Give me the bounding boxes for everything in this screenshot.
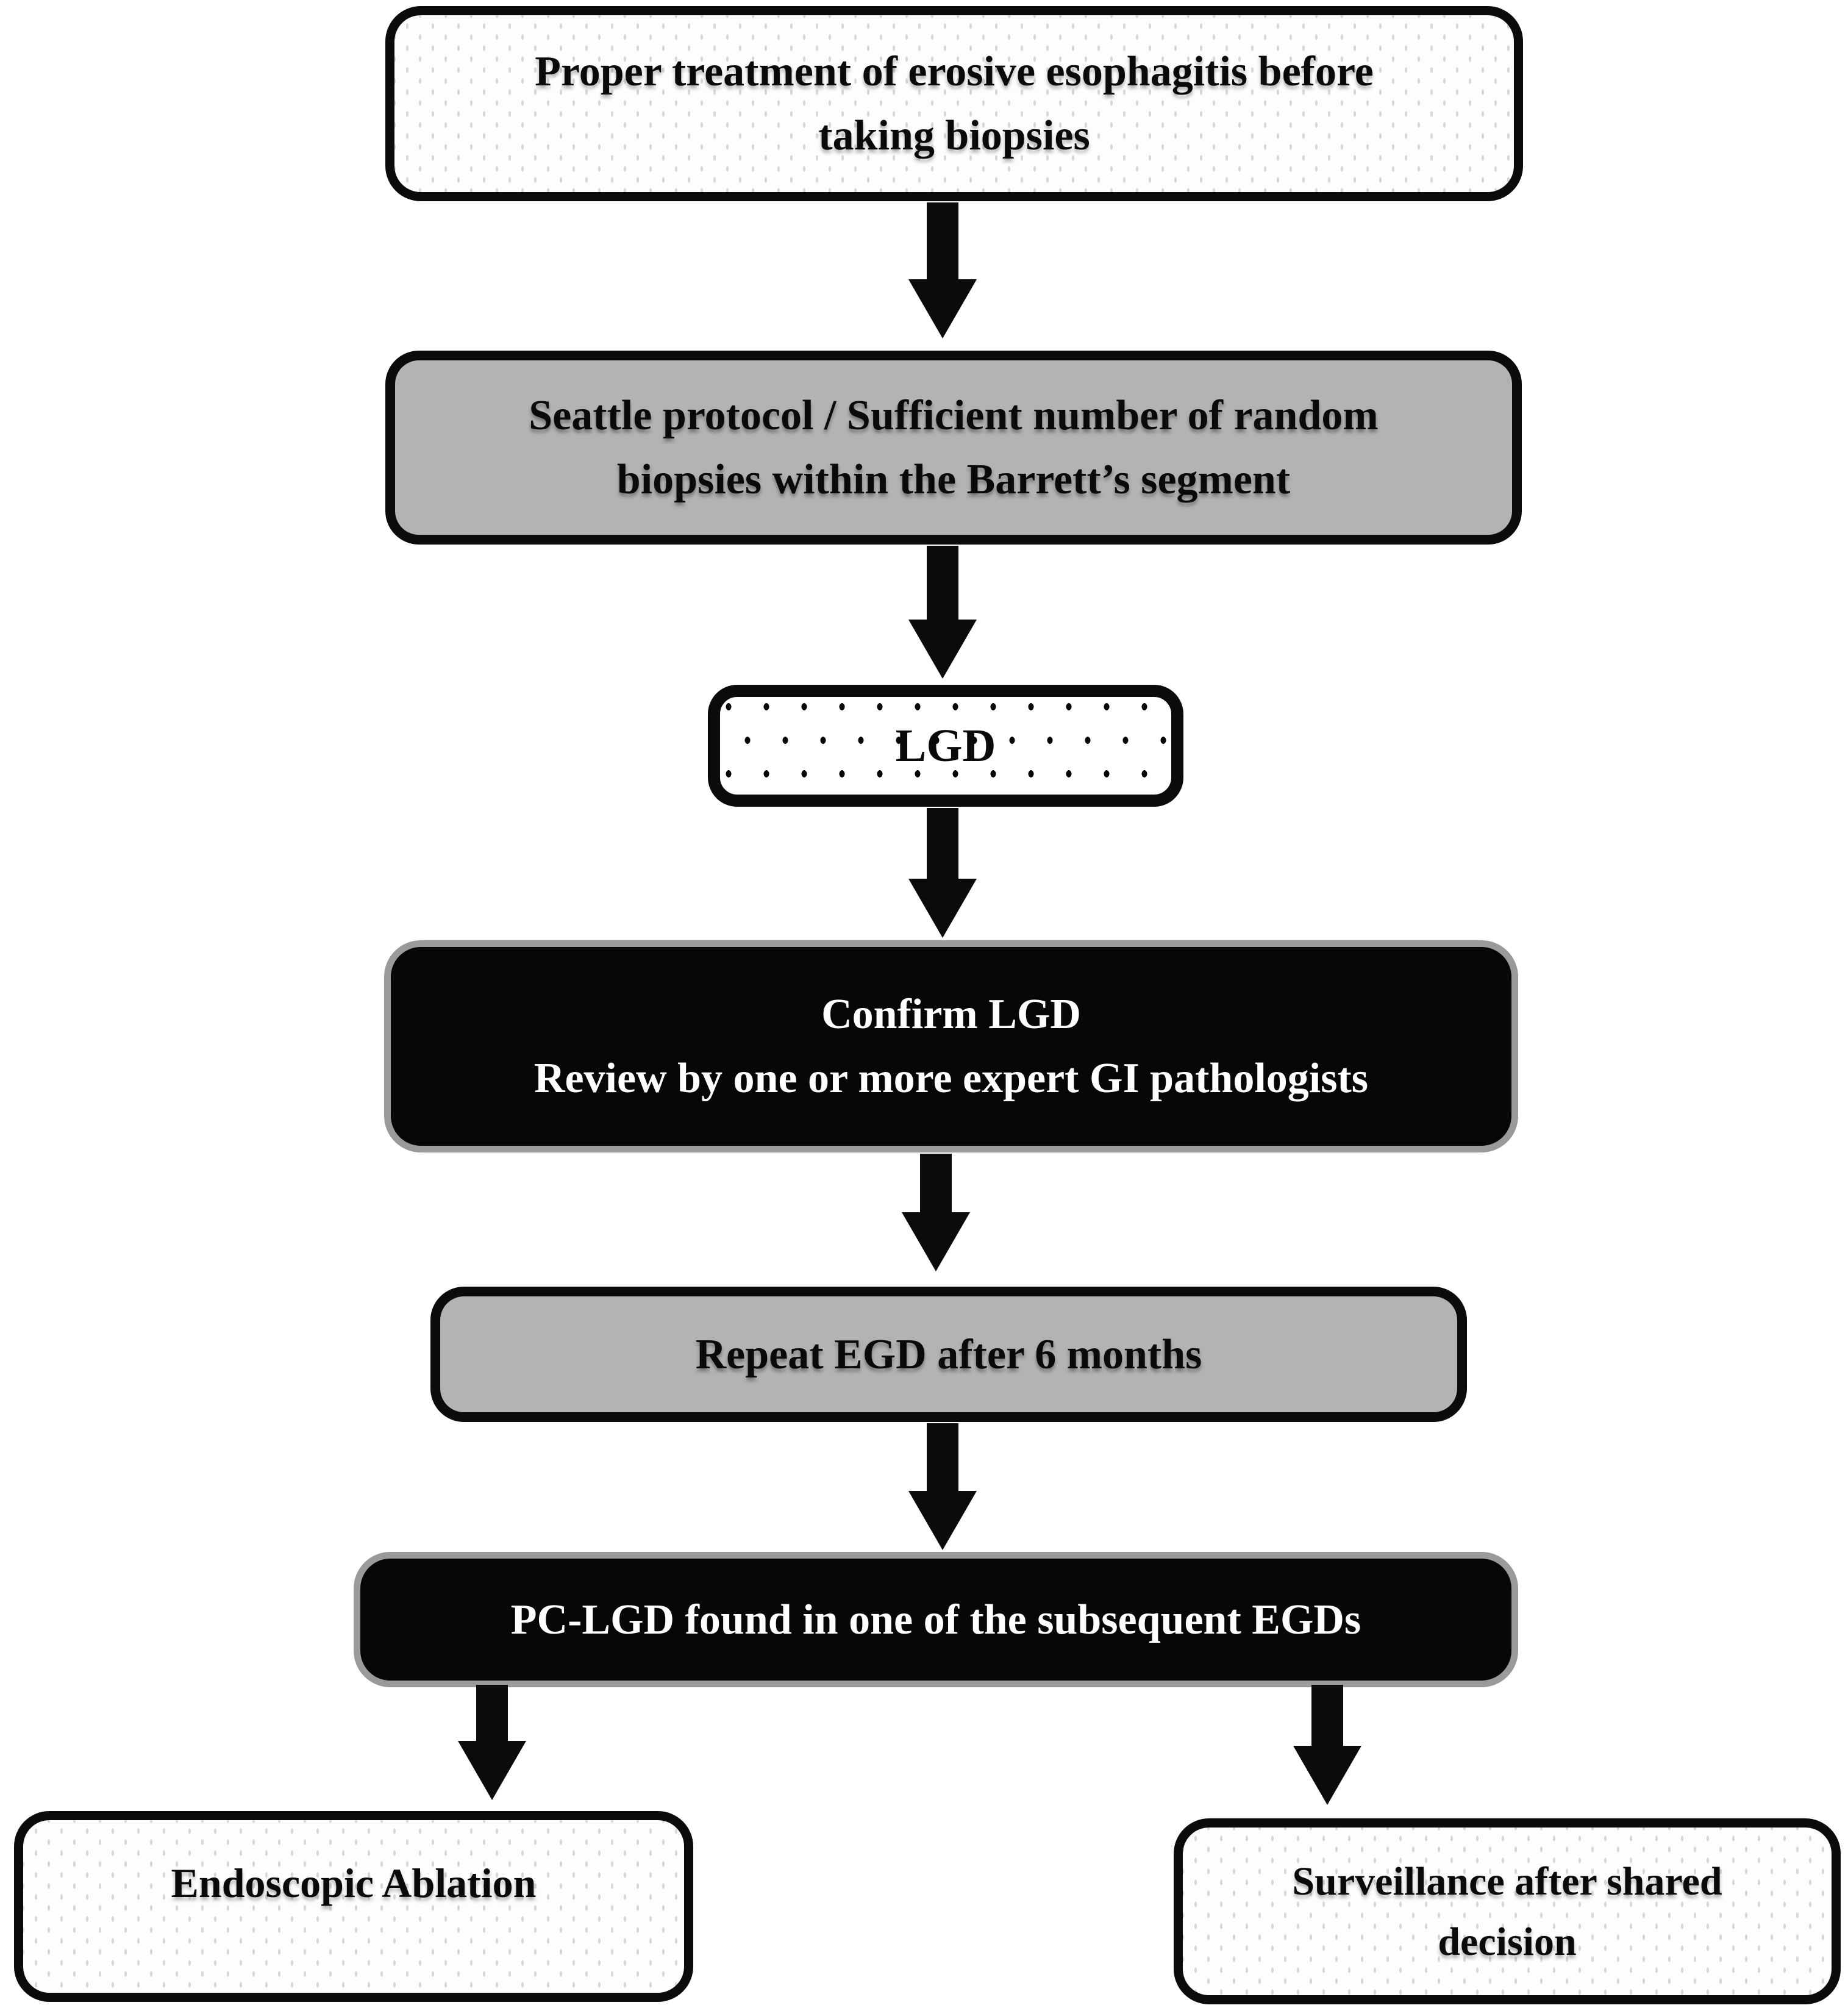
flow-step-label: LGD — [895, 720, 996, 771]
flow-step-label: PC-LGD found in one of the subsequent EG… — [510, 1596, 1361, 1643]
flow-step-lgd: LGD — [708, 685, 1183, 807]
down-arrow-icon — [908, 546, 977, 679]
arrowhead-icon — [902, 1212, 970, 1271]
arrow-stem — [476, 1685, 508, 1741]
down-arrow-icon — [908, 202, 977, 338]
down-arrow-icon — [1293, 1685, 1361, 1805]
flow-step-label: Surveillance after shared — [1292, 1859, 1722, 1904]
arrow-stem — [927, 1423, 958, 1491]
flow-step-label: Review by one or more expert GI patholog… — [533, 1055, 1369, 1102]
flow-step-proper-treatment: Proper treatment of erosive esophagitis … — [385, 6, 1523, 201]
arrowhead-icon — [908, 879, 977, 938]
flow-step-surveillance: Surveillance after shared decision — [1174, 1818, 1841, 2004]
flow-step-label: decision — [1438, 1919, 1577, 1964]
down-arrow-icon — [458, 1685, 526, 1800]
flow-step-seattle-protocol: Seattle protocol / Sufficient number of … — [385, 351, 1522, 545]
flow-step-pc-lgd: PC-LGD found in one of the subsequent EG… — [354, 1552, 1518, 1687]
arrowhead-icon — [908, 279, 977, 338]
down-arrow-icon — [902, 1154, 970, 1271]
arrow-stem — [927, 546, 958, 620]
flow-step-label: Seattle protocol / Sufficient number of … — [529, 392, 1379, 439]
flow-step-label: Confirm LGD — [821, 991, 1081, 1038]
flow-step-repeat-egd: Repeat EGD after 6 months — [430, 1287, 1467, 1422]
flow-step-label: Endoscopic Ablation — [171, 1860, 537, 1906]
down-arrow-icon — [908, 1423, 977, 1550]
down-arrow-icon — [908, 808, 977, 938]
arrowhead-icon — [458, 1741, 526, 1800]
flow-step-endoscopic-ablation: Endoscopic Ablation — [14, 1811, 693, 2002]
flow-step-confirm-lgd: Confirm LGD Review by one or more expert… — [384, 940, 1518, 1152]
arrowhead-icon — [908, 620, 977, 679]
arrowhead-icon — [1293, 1746, 1361, 1805]
arrow-stem — [927, 808, 958, 879]
arrowhead-icon — [908, 1491, 977, 1550]
flow-step-label: taking biopsies — [818, 112, 1090, 159]
flow-step-label: biopsies within the Barrett’s segment — [616, 456, 1291, 503]
arrow-stem — [927, 202, 958, 279]
flow-step-label: Repeat EGD after 6 months — [695, 1331, 1202, 1378]
arrow-stem — [920, 1154, 952, 1212]
flow-step-label: Proper treatment of erosive esophagitis … — [535, 48, 1374, 95]
arrow-stem — [1311, 1685, 1343, 1746]
